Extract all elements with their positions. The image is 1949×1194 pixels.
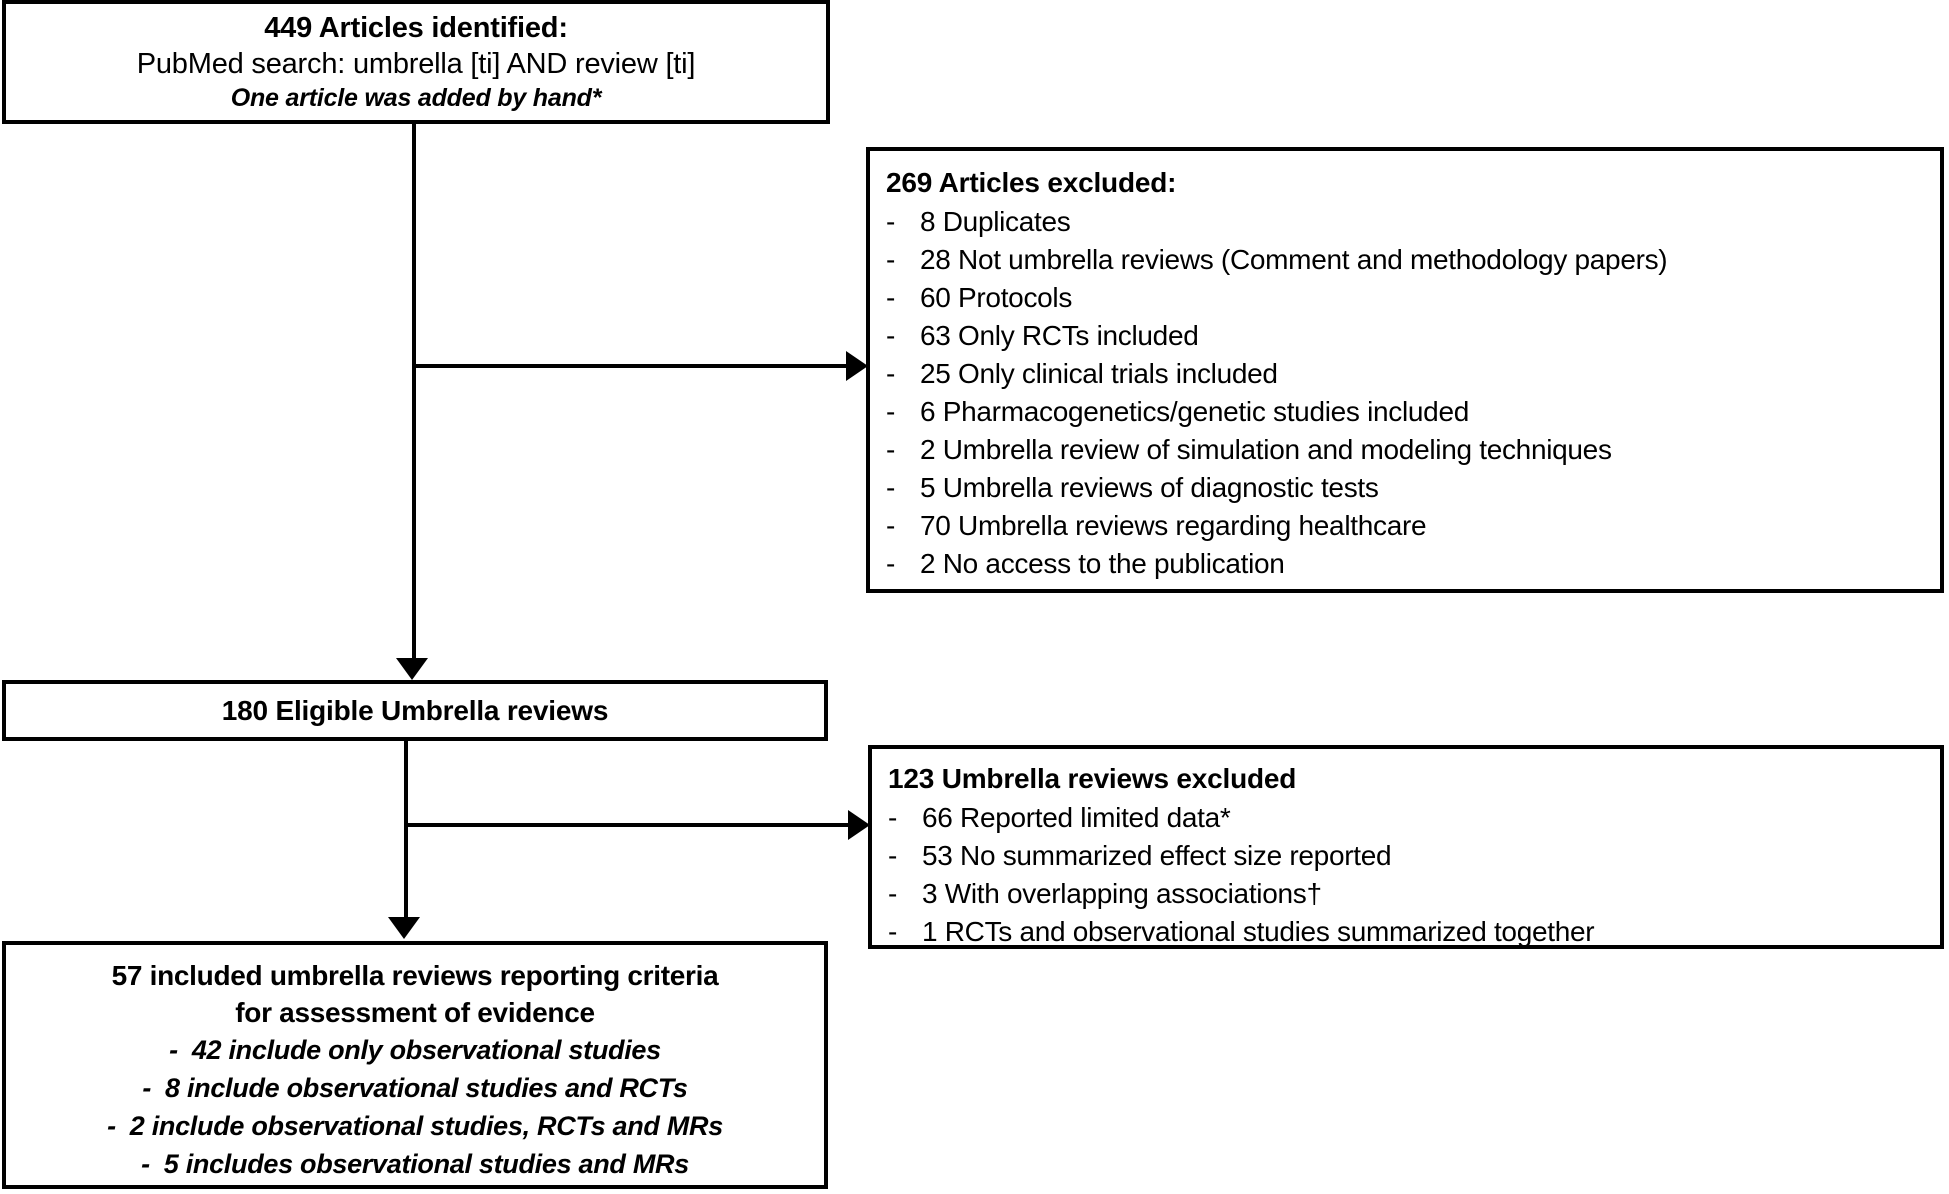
list-item: - 1 RCTs and observational studies summa…: [888, 913, 1940, 951]
bullet-dash: -: [886, 244, 896, 275]
bullet-dash: -: [886, 282, 896, 313]
arrowhead-into-included: [388, 917, 420, 939]
list-item-label: 53 No summarized effect size reported: [922, 840, 1392, 871]
list-item: - 66 Reported limited data*: [888, 799, 1940, 837]
articles-identified-note: One article was added by hand*: [230, 84, 602, 112]
arrowhead-into-umbrella-reviews-excluded: [848, 810, 870, 840]
connector-to-umbrella-reviews-excluded: [406, 823, 850, 827]
list-item: -5 includes observational studies and MR…: [141, 1145, 689, 1183]
list-item: - 25 Only clinical trials included: [886, 355, 1940, 393]
list-item-label: 70 Umbrella reviews regarding healthcare: [920, 510, 1427, 541]
bullet-dash: -: [886, 548, 896, 579]
articles-identified-count: 449 Articles identified:: [264, 12, 568, 44]
bullet-dash: -: [888, 802, 898, 833]
list-item-label: 5 includes observational studies and MRs: [163, 1149, 689, 1179]
list-item-label: 8 include observational studies and RCTs: [165, 1073, 688, 1103]
list-item: - 8 Duplicates: [886, 203, 1940, 241]
list-item-label: 28 Not umbrella reviews (Comment and met…: [920, 244, 1668, 275]
bullet-dash: -: [169, 1035, 178, 1065]
connector-to-articles-excluded: [414, 364, 848, 368]
list-item-label: 42 include only observational studies: [191, 1035, 661, 1065]
umbrella-reviews-excluded-heading: 123 Umbrella reviews excluded: [888, 763, 1297, 794]
list-item-label: 3 With overlapping associations†: [922, 878, 1322, 909]
bullet-dash: -: [886, 510, 896, 541]
list-item: - 28 Not umbrella reviews (Comment and m…: [886, 241, 1940, 279]
bullet-dash: -: [888, 878, 898, 909]
list-item-label: 8 Duplicates: [920, 206, 1071, 237]
arrowhead-into-eligible: [396, 658, 428, 680]
bullet-dash: -: [888, 840, 898, 871]
box-articles-excluded: 269 Articles excluded: - 8 Duplicates - …: [866, 147, 1944, 593]
box-umbrella-reviews-excluded: 123 Umbrella reviews excluded - 66 Repor…: [868, 745, 1944, 949]
list-item: - 63 Only RCTs included: [886, 317, 1940, 355]
list-item-label: 2 No access to the publication: [920, 548, 1285, 579]
bullet-dash: -: [886, 320, 896, 351]
list-item: - 2 Umbrella review of simulation and mo…: [886, 431, 1940, 469]
list-item: -2 include observational studies, RCTs a…: [107, 1107, 723, 1145]
list-item-label: 25 Only clinical trials included: [920, 358, 1278, 389]
list-item-label: 5 Umbrella reviews of diagnostic tests: [920, 472, 1379, 503]
list-item-label: 2 Umbrella review of simulation and mode…: [920, 434, 1612, 465]
list-item: -42 include only observational studies: [169, 1031, 661, 1069]
bullet-dash: -: [888, 916, 898, 947]
list-item-label: 66 Reported limited data*: [922, 802, 1231, 833]
list-item: - 60 Protocols: [886, 279, 1940, 317]
bullet-dash: -: [107, 1111, 116, 1141]
list-item-label: 2 include observational studies, RCTs an…: [129, 1111, 723, 1141]
included-umbrella-reviews-heading: 57 included umbrella reviews reporting c…: [111, 960, 719, 1028]
bullet-dash: -: [886, 206, 896, 237]
box-eligible-umbrella-reviews: 180 Eligible Umbrella reviews: [2, 680, 828, 741]
list-item: -8 include observational studies and RCT…: [142, 1069, 688, 1107]
list-item: - 5 Umbrella reviews of diagnostic tests: [886, 469, 1940, 507]
bullet-dash: -: [141, 1149, 150, 1179]
bullet-dash: -: [886, 396, 896, 427]
connector-identified-to-eligible: [412, 123, 416, 663]
list-item-label: 6 Pharmacogenetics/genetic studies inclu…: [920, 396, 1470, 427]
arrowhead-into-articles-excluded: [846, 351, 868, 381]
list-item: - 53 No summarized effect size reported: [888, 837, 1940, 875]
bullet-dash: -: [886, 358, 896, 389]
list-item-label: 1 RCTs and observational studies summari…: [922, 916, 1595, 947]
box-articles-identified: 449 Articles identified: PubMed search: …: [2, 0, 830, 124]
list-item: - 3 With overlapping associations†: [888, 875, 1940, 913]
list-item: - 70 Umbrella reviews regarding healthca…: [886, 507, 1940, 545]
list-item: - 2 No access to the publication: [886, 545, 1940, 583]
bullet-dash: -: [886, 434, 896, 465]
list-item-label: 63 Only RCTs included: [920, 320, 1199, 351]
list-item-label: 60 Protocols: [920, 282, 1073, 313]
articles-identified-search: PubMed search: umbrella [ti] AND review …: [136, 48, 696, 80]
connector-eligible-to-included: [404, 741, 408, 921]
bullet-dash: -: [886, 472, 896, 503]
bullet-dash: -: [142, 1073, 152, 1103]
box-included-umbrella-reviews: 57 included umbrella reviews reporting c…: [2, 941, 828, 1189]
list-item: - 6 Pharmacogenetics/genetic studies inc…: [886, 393, 1940, 431]
articles-excluded-heading: 269 Articles excluded:: [886, 167, 1177, 198]
eligible-umbrella-reviews-label: 180 Eligible Umbrella reviews: [221, 694, 609, 726]
